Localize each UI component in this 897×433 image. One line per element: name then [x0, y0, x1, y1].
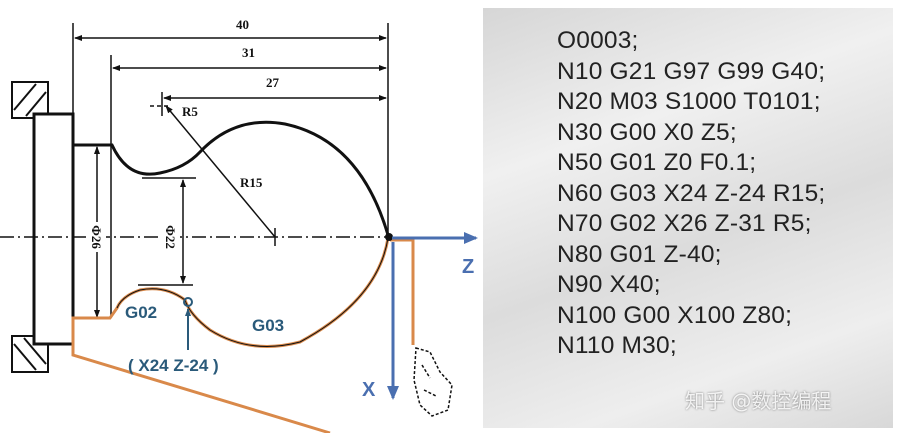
label-g03: G03: [252, 316, 284, 335]
dim-40: 40: [236, 17, 249, 32]
code-line: N60 G03 X24 Z-24 R15;: [557, 179, 826, 207]
code-line: N20 M03 S1000 T0101;: [557, 88, 821, 115]
cutting-tool-icon: [413, 347, 453, 417]
code-line: N70 G02 X26 Z-31 R5;: [557, 210, 812, 237]
dim-d26: Φ26: [89, 225, 104, 249]
watermark: 知乎 @数控编程: [685, 389, 832, 413]
code-line: N110 M30;: [557, 332, 677, 359]
chuck-jaw-top: [11, 81, 49, 119]
dim-r5: R5: [182, 104, 198, 119]
lathe-part-diagram: 40 31 27 R5 R15 Φ26 Φ22 Z X G02 G03 ( X2…: [0, 17, 478, 433]
point-marker: [183, 297, 193, 307]
code-line: N100 G00 X100 Z80;: [557, 301, 793, 329]
code-line: N90 X40;: [557, 271, 661, 298]
extension-lines: [72, 23, 389, 318]
x-axis-label: X: [362, 379, 376, 401]
label-point-coords: ( X24 Z-24 ): [128, 356, 219, 375]
dim-31: 31: [242, 45, 255, 60]
dim-d22: Φ22: [163, 225, 178, 249]
code-line: N30 G00 X0 Z5;: [557, 118, 737, 146]
code-line: N50 G01 Z0 F0.1;: [557, 149, 757, 176]
chuck-jaw-bottom: [11, 335, 49, 373]
code-line: N80 G01 Z-40;: [557, 240, 722, 268]
z-axis-label: Z: [462, 256, 474, 278]
tool-approach-path: [390, 238, 415, 345]
dim-r15: R15: [240, 175, 263, 190]
label-g02: G02: [125, 303, 157, 322]
part-profile: [73, 120, 390, 236]
code-line: O0003;: [557, 27, 639, 54]
toolpath-profile: [71, 237, 390, 433]
dim-27: 27: [266, 75, 280, 90]
nc-program-lines: O0003; N10 G21 G97 G99 G40; N20 M03 S100…: [557, 26, 825, 362]
radius-line-r15: [165, 105, 276, 238]
code-line: N10 G21 G97 G99 G40;: [557, 57, 826, 85]
stock-body: [32, 112, 75, 346]
nc-program-panel: O0003; N10 G21 G97 G99 G40; N20 M03 S100…: [483, 8, 893, 428]
